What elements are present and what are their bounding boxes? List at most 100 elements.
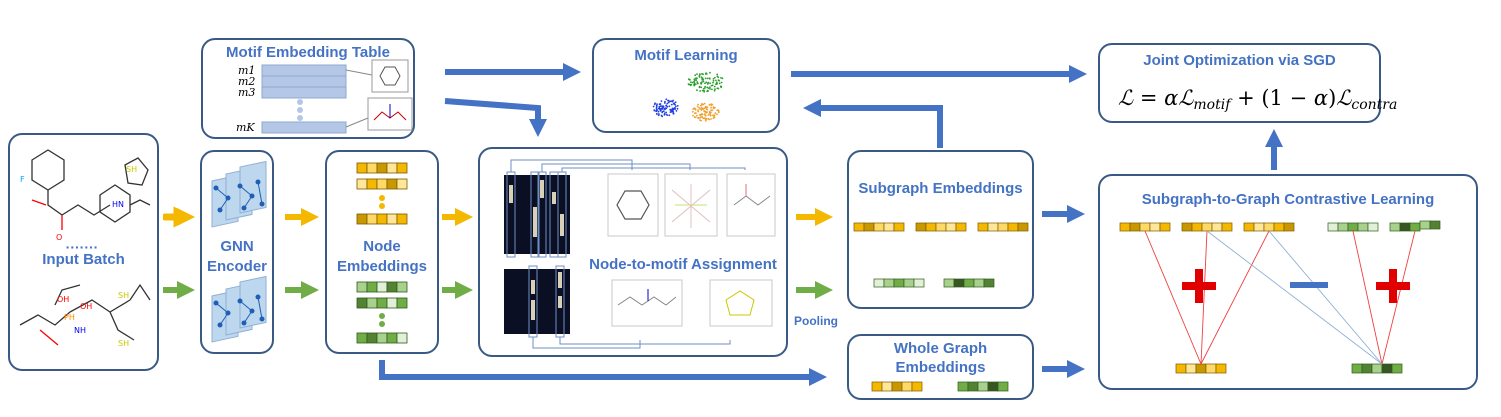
plus-icon xyxy=(1376,269,1410,303)
cluster-point xyxy=(672,110,674,113)
cluster-point xyxy=(656,103,658,106)
cluster-point xyxy=(661,107,663,109)
cluster-point xyxy=(658,103,661,105)
embedding-vector xyxy=(356,281,408,293)
molecule-label: HN xyxy=(112,200,124,209)
cluster-point xyxy=(714,88,716,91)
assigned-motif-chain xyxy=(611,279,683,327)
embedding-vector xyxy=(356,332,408,344)
cluster-point xyxy=(693,107,696,110)
cluster-point xyxy=(691,110,694,113)
whole-graph-title-line1: Whole Graph xyxy=(893,340,988,357)
arrow-blue xyxy=(803,99,943,148)
cluster-point xyxy=(701,89,704,92)
cluster-point xyxy=(696,82,699,84)
cluster-point xyxy=(699,114,702,117)
cluster-point xyxy=(705,81,708,84)
cluster-point xyxy=(717,109,720,112)
cluster-point xyxy=(712,106,715,108)
cluster-point xyxy=(697,103,699,106)
node-embeddings-title-line2: Embeddings xyxy=(336,258,427,275)
molecule-bottom xyxy=(19,283,151,346)
cluster-point xyxy=(653,103,656,106)
cluster-point xyxy=(709,88,711,90)
cluster-point xyxy=(668,105,671,108)
cluster-point xyxy=(712,79,715,82)
subgraph-embedding-green xyxy=(873,278,925,288)
embedding-vector xyxy=(356,297,408,309)
cluster-point xyxy=(704,114,707,117)
cluster-point xyxy=(716,75,719,78)
cluster-point xyxy=(655,107,658,109)
whole-graph-embedding-green xyxy=(957,381,1009,392)
gnn-encoder-title-line2: Encoder xyxy=(206,258,267,275)
cluster-point xyxy=(712,78,715,80)
cluster-point xyxy=(669,100,671,103)
cluster-point xyxy=(655,110,658,113)
cluster-point xyxy=(665,98,668,101)
molecule-label: NH xyxy=(74,326,86,335)
cluster-point xyxy=(713,115,716,117)
cluster-point xyxy=(703,102,706,105)
cluster-point xyxy=(659,105,662,108)
motif-link-line xyxy=(345,117,369,128)
motif-thumb-hexagon xyxy=(371,59,409,93)
contrastive-graph-green xyxy=(1351,363,1403,374)
motif-clusters xyxy=(652,71,724,122)
assigned-motif-ring xyxy=(709,279,773,327)
cluster-point xyxy=(721,77,724,80)
flow-arrows xyxy=(163,63,1283,386)
cluster-point xyxy=(695,77,698,80)
cluster-point xyxy=(709,82,711,85)
motif-row-label: m2 xyxy=(238,75,255,88)
molecule-label: SH xyxy=(126,165,137,174)
cluster-point xyxy=(690,81,692,83)
cluster-point xyxy=(694,77,697,80)
batch-ellipsis: ······· xyxy=(66,239,99,255)
cluster-point xyxy=(708,103,711,106)
cluster-point xyxy=(693,81,695,83)
gnn-bottom-stack xyxy=(211,275,267,343)
cluster-point xyxy=(714,112,717,115)
assignment-title: Node-to-motif Assignment xyxy=(589,256,777,273)
cluster-point xyxy=(701,113,704,116)
embedding-vector xyxy=(356,213,408,225)
cluster-point xyxy=(675,110,678,112)
cluster-point xyxy=(692,114,694,117)
contrastive-sub-green xyxy=(1327,222,1379,232)
contrastive-sub-yellow xyxy=(1119,222,1171,232)
molecule-top xyxy=(31,149,151,230)
cluster-point xyxy=(676,105,679,107)
cluster-point xyxy=(665,107,668,110)
cluster-point xyxy=(704,105,707,108)
cluster-point xyxy=(704,82,706,85)
motif-row-label: m1 xyxy=(238,64,255,77)
cluster-point xyxy=(669,108,672,111)
cluster-point xyxy=(700,76,703,79)
cluster-point xyxy=(694,74,697,77)
cluster-point xyxy=(697,116,699,119)
cluster-point xyxy=(703,107,706,110)
cluster-point xyxy=(707,114,710,116)
node-embeddings-yellow xyxy=(356,162,408,225)
whole-graph-title-line2: Embeddings xyxy=(895,359,986,376)
cluster-point xyxy=(712,81,714,84)
cluster-point xyxy=(709,71,711,74)
assigned-motif-acid xyxy=(726,173,776,237)
contrastive-title: Subgraph-to-Graph Contrastive Learning xyxy=(1141,191,1435,208)
cluster-point xyxy=(690,83,693,86)
gnn-top-stack xyxy=(211,160,267,228)
cluster-point xyxy=(696,105,699,108)
cluster-point xyxy=(717,111,720,114)
cluster-point xyxy=(660,114,663,117)
arrow-blue xyxy=(379,360,827,386)
cluster-point xyxy=(659,110,662,112)
cluster-point xyxy=(717,87,720,90)
cluster-point xyxy=(663,113,666,116)
cluster-point xyxy=(657,110,660,113)
cluster-point xyxy=(718,82,721,85)
contrastive-sub-yellow xyxy=(1243,222,1295,232)
cluster-point xyxy=(710,118,712,120)
cluster-point xyxy=(713,76,716,79)
